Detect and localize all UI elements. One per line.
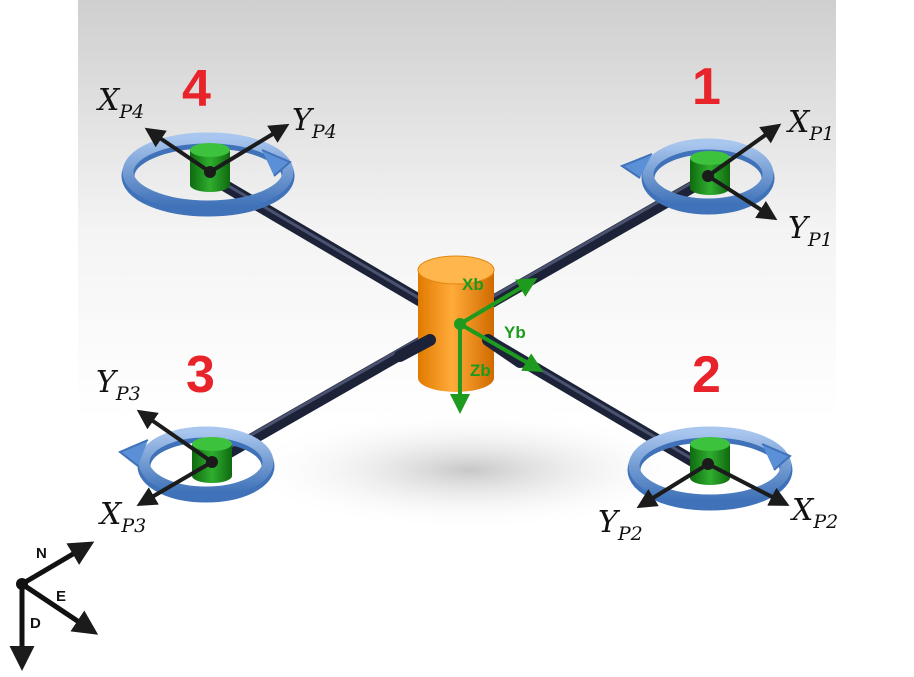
rotor-1-y-axis [706, 174, 778, 221]
ned-east-axis [20, 581, 99, 635]
counter-clockwise-arrow-icon [118, 439, 149, 467]
ned-north-label: N [36, 545, 47, 562]
body-y-label: Yb [504, 323, 526, 342]
rotor-2-x-axis [707, 462, 790, 506]
rotor-4-motor-top [190, 143, 230, 157]
clockwise-arrow-icon [761, 443, 792, 471]
rotor-1-x-axis [706, 123, 782, 178]
rotor-4-x-axis [144, 127, 212, 174]
rotor-2-number: 2 [692, 346, 721, 404]
rotor-4-y-axis [208, 123, 290, 174]
rotor-3: 3 YP3 XP3 [96, 346, 275, 537]
clockwise-arrow-icon [261, 149, 292, 177]
rotor-4-ring [122, 132, 294, 212]
body-frame: Xb Yb Zb [450, 275, 544, 414]
rotor-1: 1 XP1 YP1 [619, 58, 834, 251]
rotor-3-x-label: XP3 [98, 497, 146, 537]
body-x-axis [458, 277, 538, 326]
rotor-1-number: 1 [692, 58, 721, 116]
rotor-2-x-label: XP2 [790, 493, 838, 533]
rotor-3-x-axis [136, 460, 214, 507]
body-origin [454, 318, 466, 330]
rotor-4: 4 XP4 YP4 [96, 60, 337, 217]
ned-east-label: E [56, 588, 66, 605]
rotor-1-motor-top [690, 151, 730, 165]
rotor-3-ring [138, 426, 274, 498]
ned-down-label: D [30, 615, 41, 632]
rotor-3-y-label: YP3 [96, 365, 141, 405]
rotor-3-number: 3 [186, 346, 215, 404]
ground-shadow [240, 410, 700, 530]
counter-clockwise-arrow-icon [619, 153, 653, 179]
rotor-2: 2 XP2 YP2 [598, 346, 838, 545]
rotor-2-y-label: YP2 [598, 505, 643, 545]
rotor-1-y-label: YP1 [788, 211, 833, 251]
body-z-label: Zb [470, 361, 491, 380]
rotor-1-x-label: XP1 [786, 105, 834, 145]
rotor-2-motor-top [690, 437, 730, 451]
rotor-2-ring [628, 426, 792, 506]
rotor-3-motor-top [192, 437, 232, 451]
rotor-4-x-label: XP4 [96, 83, 144, 123]
ned-north-axis [20, 541, 95, 587]
rotor-4-y-label: YP4 [292, 103, 337, 143]
body-y-axis [459, 322, 544, 372]
body-x-label: Xb [462, 275, 484, 294]
rotor-2-y-axis [636, 462, 710, 509]
rotor-3-y-axis [136, 409, 214, 464]
rotor-1-ring [642, 138, 774, 210]
ned-frame: N E D [9, 541, 99, 671]
rotor-4-number: 4 [182, 60, 211, 118]
